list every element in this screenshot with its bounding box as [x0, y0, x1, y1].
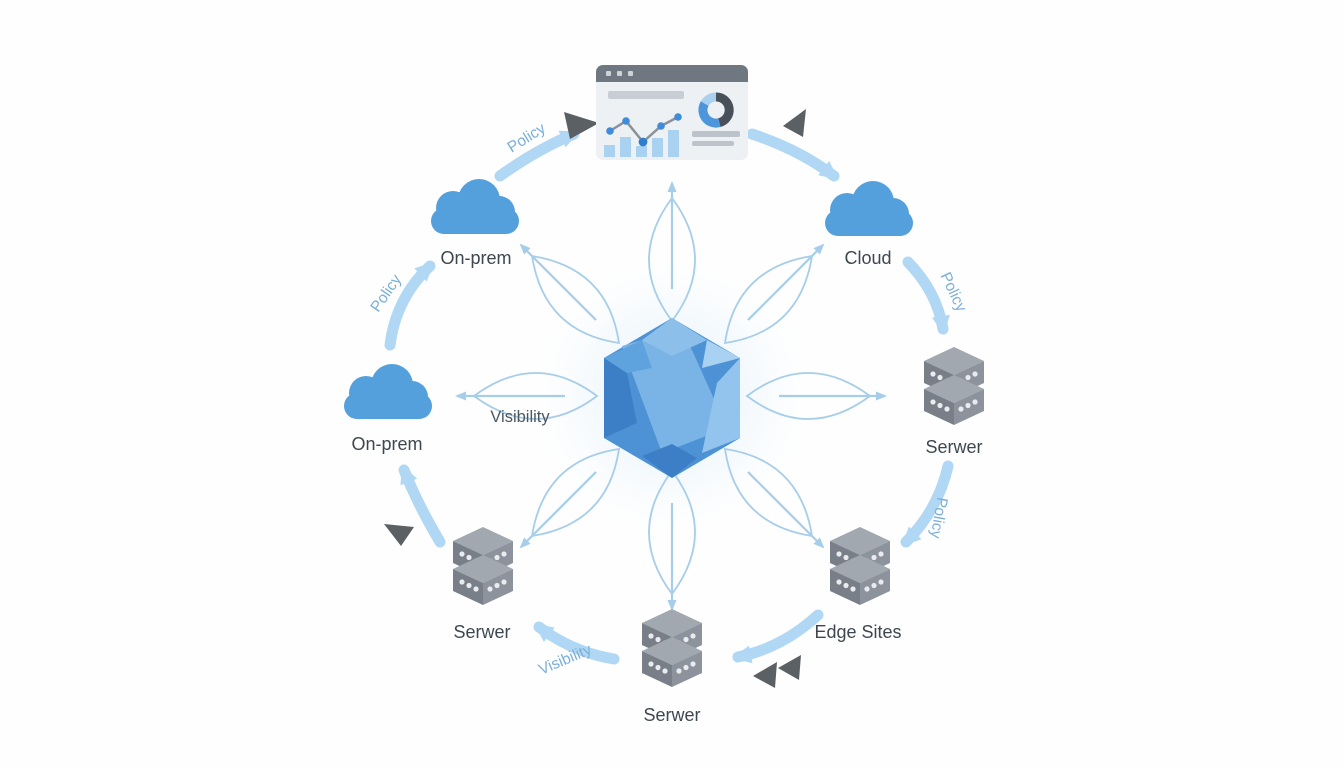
accent-triangle-left — [384, 524, 414, 546]
accent-triangles — [384, 109, 806, 688]
label-onprem-top-left: On-prem — [440, 248, 511, 268]
dashboard-title-placeholder — [608, 91, 684, 99]
accent-triangle-dashboard-right — [783, 109, 806, 137]
accent-triangle-dashboard-left — [564, 112, 599, 139]
arrow-to-server-bottom-left — [519, 471, 597, 549]
label-server-right: Serwer — [925, 437, 982, 457]
arrow-to-onprem-top-left — [519, 243, 597, 321]
arc-serverbl-to-onpremleft — [398, 464, 446, 548]
arrow-to-edge-sites — [747, 471, 825, 549]
label-edge-sites: Edge Sites — [814, 622, 901, 642]
flow-label-policy-southeast: Policy — [926, 496, 950, 540]
arc-cloud-to-serverright — [902, 256, 950, 335]
server-icon-bottom — [642, 609, 702, 687]
label-onprem-left: On-prem — [351, 434, 422, 454]
server-icon-bottom-left — [453, 527, 513, 605]
arc-onpremleft-to-onpremtl — [384, 260, 436, 351]
dashboard-icon — [596, 65, 748, 160]
arc-serverright-to-edgesites — [900, 460, 954, 548]
arc-onpremtl-to-dashboard — [494, 128, 580, 182]
dashboard-titlebar — [596, 65, 748, 82]
flow-label-visibility-center: Visibility — [490, 408, 550, 426]
label-cloud: Cloud — [844, 248, 891, 268]
cloud-icon-top-right — [825, 181, 913, 236]
cloud-icon-onprem-top-left — [431, 179, 519, 234]
ring-arcs — [384, 128, 954, 665]
dashboard-text-line-2 — [692, 141, 734, 146]
arc-dashboard-to-cloud — [746, 128, 840, 182]
accent-triangle-bottom-1 — [753, 662, 777, 688]
dashboard-line-chart — [606, 113, 682, 147]
arrow-to-cloud — [747, 243, 825, 321]
accent-triangle-bottom-2 — [778, 655, 801, 680]
label-server-bottom-left: Serwer — [453, 622, 510, 642]
label-server-bottom: Serwer — [643, 705, 700, 725]
radial-arrows — [455, 181, 887, 611]
cloud-icon-onprem-left — [344, 364, 432, 419]
arc-edgesites-to-serverbottom — [732, 609, 824, 664]
server-icon-edge-sites — [830, 527, 890, 605]
dashboard-donut-chart — [698, 92, 734, 128]
dashboard-bar-chart — [604, 130, 679, 157]
server-icon-right — [924, 347, 984, 425]
dashboard-text-line-1 — [692, 131, 740, 137]
hexagon-core-icon — [604, 318, 740, 478]
arc-serverbottom-to-serverbl — [533, 621, 620, 665]
